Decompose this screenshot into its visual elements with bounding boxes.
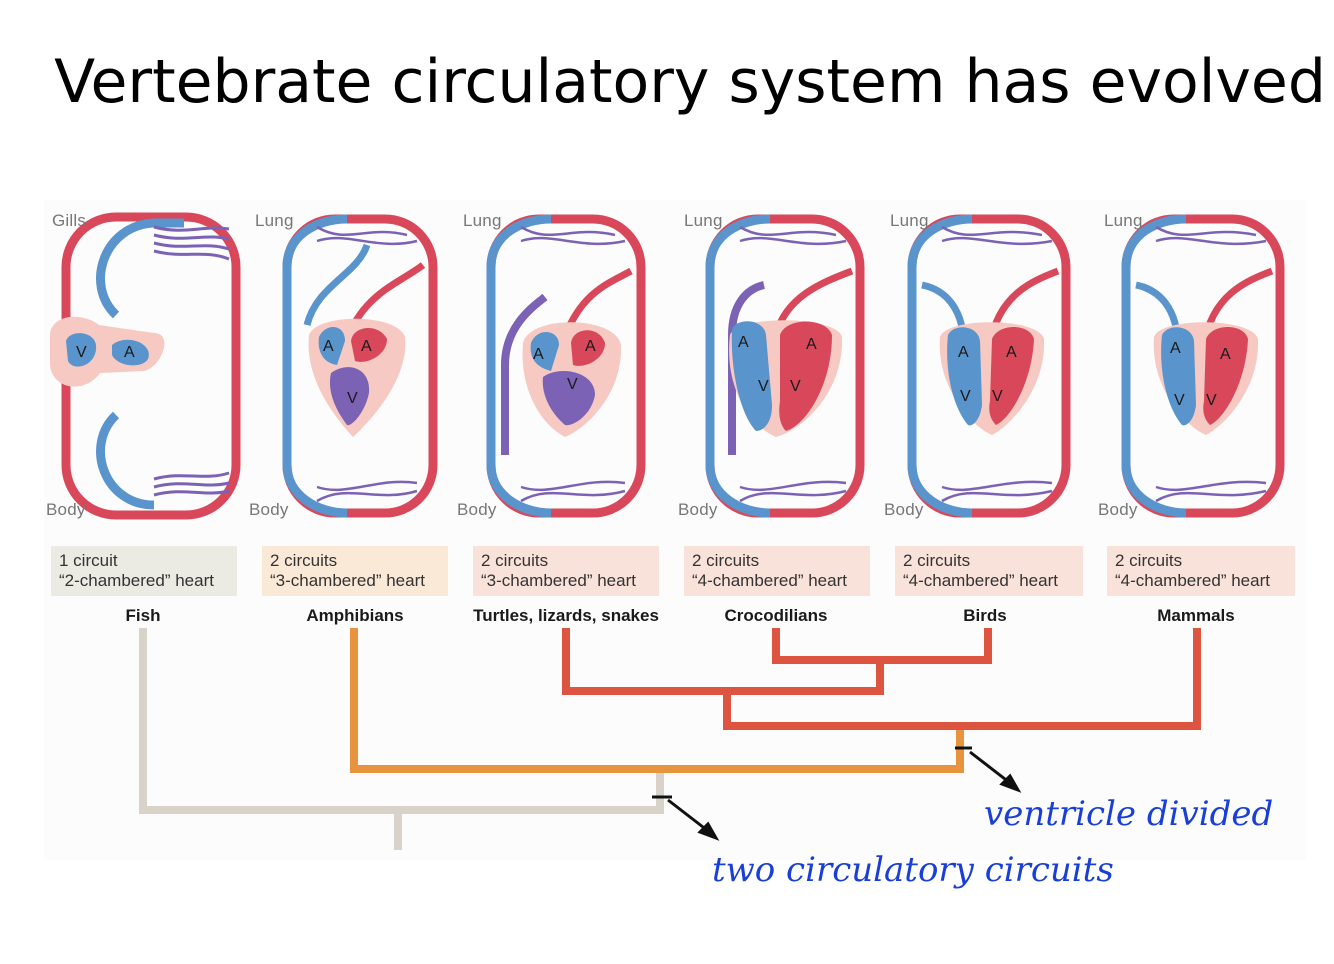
top-organ-label: Lung bbox=[684, 211, 723, 230]
circuit-count: 1 circuit bbox=[59, 551, 118, 570]
panel-birds: A A V V Lung Body bbox=[882, 205, 1082, 525]
reptile-circulation-drawing: A A V bbox=[486, 214, 646, 518]
top-organ-label: Lung bbox=[1104, 211, 1143, 230]
crocodilian-circulation-drawing: A A V V bbox=[705, 214, 865, 518]
svg-text:V: V bbox=[1206, 392, 1217, 409]
svg-text:A: A bbox=[1220, 346, 1231, 363]
panel-mammals: A A V V Lung Body bbox=[1096, 205, 1296, 525]
group-name-amphibians: Amphibians bbox=[306, 606, 404, 625]
heart-type: “3-chambered” heart bbox=[270, 571, 425, 590]
panel-crocodilians: A A V V Lung Body bbox=[676, 205, 876, 525]
svg-text:V: V bbox=[992, 388, 1003, 405]
heart-type: “4-chambered” heart bbox=[692, 571, 847, 590]
bottom-organ-label: Body bbox=[678, 500, 718, 519]
bottom-organ-label: Body bbox=[884, 500, 924, 519]
info-box-amphibians: 2 circuits “3-chambered” heart bbox=[262, 546, 448, 596]
slide-title: Vertebrate circulatory system has evolve… bbox=[54, 47, 1326, 117]
top-organ-label: Gills bbox=[52, 211, 87, 230]
heart-type: “4-chambered” heart bbox=[903, 571, 1058, 590]
group-name-mammals: Mammals bbox=[1157, 606, 1235, 625]
group-name-crocodilians: Crocodilians bbox=[724, 606, 828, 625]
group-name-fish: Fish bbox=[125, 606, 161, 625]
circuit-count: 2 circuits bbox=[270, 551, 338, 570]
bird-circulation-drawing: A A V V bbox=[907, 214, 1071, 518]
heart-type: “2-chambered” heart bbox=[59, 571, 214, 590]
panel-reptiles: A A V Lung Body bbox=[455, 205, 655, 525]
panel-amphibians: A A V Lung Body bbox=[247, 205, 447, 525]
top-organ-label: Lung bbox=[890, 211, 929, 230]
svg-text:A: A bbox=[1006, 344, 1017, 361]
info-box-birds: 2 circuits “4-chambered” heart bbox=[895, 546, 1083, 596]
bottom-organ-label: Body bbox=[1098, 500, 1138, 519]
svg-text:A: A bbox=[124, 344, 135, 361]
two-circuits-annotation: two circulatory circuits bbox=[712, 850, 1114, 890]
circuit-count: 2 circuits bbox=[481, 551, 549, 570]
svg-text:V: V bbox=[960, 388, 971, 405]
svg-text:A: A bbox=[1170, 340, 1181, 357]
svg-text:A: A bbox=[361, 338, 372, 355]
svg-text:V: V bbox=[567, 376, 578, 393]
svg-text:A: A bbox=[323, 338, 334, 355]
panel-fish: V A Gills Body bbox=[44, 205, 244, 525]
svg-text:A: A bbox=[958, 344, 969, 361]
info-box-fish: 1 circuit “2-chambered” heart bbox=[51, 546, 237, 596]
circuit-count: 2 circuits bbox=[903, 551, 971, 570]
mammal-circulation-drawing: A A V V bbox=[1121, 214, 1285, 518]
top-organ-label: Lung bbox=[255, 211, 294, 230]
heart-type: “3-chambered” heart bbox=[481, 571, 636, 590]
svg-text:V: V bbox=[758, 378, 769, 395]
info-box-reptiles: 2 circuits “3-chambered” heart bbox=[473, 546, 659, 596]
bottom-organ-label: Body bbox=[457, 500, 497, 519]
amphibian-circulation-drawing: A A V bbox=[282, 214, 438, 518]
svg-text:V: V bbox=[790, 378, 801, 395]
circuit-count: 2 circuits bbox=[1115, 551, 1183, 570]
svg-text:A: A bbox=[806, 336, 817, 353]
svg-text:V: V bbox=[347, 390, 358, 407]
group-name-reptiles: Turtles, lizards, snakes bbox=[473, 606, 659, 625]
heart-type: “4-chambered” heart bbox=[1115, 571, 1270, 590]
ventricle-divided-annotation: ventricle divided bbox=[984, 794, 1274, 834]
bottom-organ-label: Body bbox=[249, 500, 289, 519]
group-name-birds: Birds bbox=[963, 606, 1007, 625]
top-organ-label: Lung bbox=[463, 211, 502, 230]
svg-text:A: A bbox=[738, 334, 749, 351]
fish-circulation-drawing: V A bbox=[50, 212, 241, 520]
bottom-organ-label: Body bbox=[46, 500, 86, 519]
svg-text:V: V bbox=[76, 344, 87, 361]
svg-text:A: A bbox=[585, 338, 596, 355]
circuit-count: 2 circuits bbox=[692, 551, 760, 570]
info-box-crocodilians: 2 circuits “4-chambered” heart bbox=[684, 546, 870, 596]
svg-text:V: V bbox=[1174, 392, 1185, 409]
info-box-mammals: 2 circuits “4-chambered” heart bbox=[1107, 546, 1295, 596]
svg-text:A: A bbox=[533, 346, 544, 363]
